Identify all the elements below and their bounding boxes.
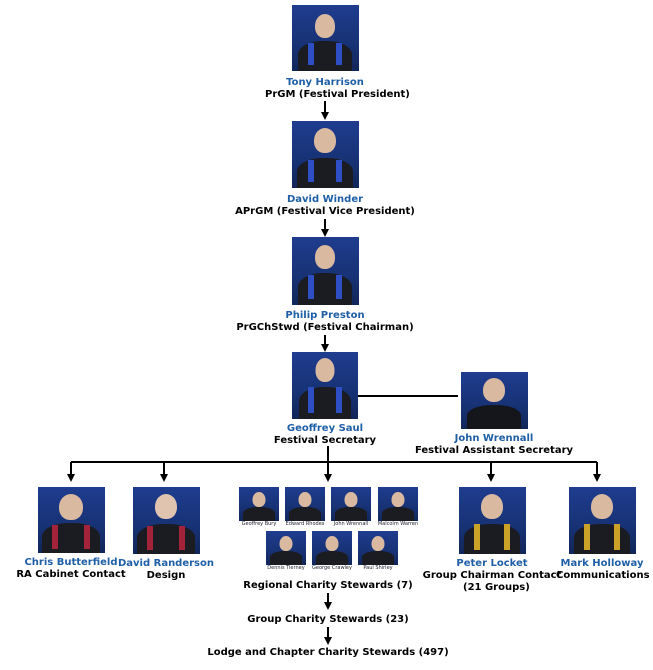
team-name: David Randerson: [117, 558, 214, 569]
team-photo: [458, 487, 526, 554]
mini-steward-name: Dennis Tierney: [267, 565, 305, 571]
mini-steward: Dennis Tierney: [265, 531, 307, 572]
mini-steward: Edward Rhodes: [284, 487, 326, 528]
officer-photo: [291, 5, 359, 71]
mini-steward-name: Edward Rhodes: [285, 521, 325, 527]
mini-steward-name: George Crawley: [312, 565, 352, 571]
team-role-detail: (21 Groups): [463, 582, 530, 593]
group-stewards-label: Group Charity Stewards (23): [247, 614, 409, 625]
officer-photo: [291, 121, 359, 188]
officer-name: Tony Harrison: [286, 77, 364, 88]
team-role: Group Chairman Contact: [422, 570, 562, 581]
team-name: Peter Locket: [456, 558, 528, 569]
officer-node-secretary: Geoffrey Saul Festival Secretary: [265, 352, 385, 447]
officer-role: Festival Secretary: [273, 435, 377, 446]
officer-node-chairman: Philip Preston PrGChStwd (Festival Chair…: [225, 237, 425, 334]
mini-steward: Paul Shirley: [357, 531, 399, 572]
officer-photo: [292, 352, 358, 419]
regional-stewards-group: Geoffrey Bury Edward Rhodes John Wrennal…: [236, 487, 422, 572]
officer-role: Festival Assistant Secretary: [414, 445, 574, 456]
regional-stewards-label: Regional Charity Stewards (7): [243, 580, 413, 591]
team-node-holloway: Mark Holloway Communications: [556, 487, 650, 582]
team-photo: [132, 487, 200, 554]
officer-name: David Winder: [286, 194, 364, 205]
team-node-locket: Peter Locket Group Chairman Contact (21 …: [421, 487, 563, 594]
team-role: RA Cabinet Contact: [16, 569, 126, 580]
team-role: Communications: [556, 570, 650, 581]
officer-node-president: Tony Harrison PrGM (Festival President): [265, 5, 410, 101]
team-role: Design: [146, 570, 186, 581]
lodge-stewards-label: Lodge and Chapter Charity Stewards (497): [207, 647, 449, 658]
officer-role: PrGChStwd (Festival Chairman): [236, 322, 414, 333]
officer-role: PrGM (Festival President): [265, 89, 410, 100]
mini-steward-name: John Wrennall: [333, 521, 369, 527]
team-name: Chris Butterfield: [24, 557, 118, 568]
officer-name: Geoffrey Saul: [286, 423, 364, 434]
officer-photo: [460, 372, 528, 429]
officer-photo: [291, 237, 359, 305]
officer-name: Philip Preston: [285, 310, 365, 321]
officer-role: APrGM (Festival Vice President): [235, 206, 415, 217]
mini-steward: John Wrennall: [330, 487, 372, 528]
officer-name: John Wrennall: [454, 433, 534, 444]
mini-steward: Geoffrey Bury: [238, 487, 280, 528]
mini-steward-name: Geoffrey Bury: [241, 521, 277, 527]
team-name: Mark Holloway: [560, 558, 644, 569]
team-node-butterfield: Chris Butterfield RA Cabinet Contact: [16, 487, 126, 581]
mini-steward-name: Paul Shirley: [363, 565, 393, 571]
team-node-randerson: David Randerson Design: [116, 487, 216, 582]
team-photo: [37, 487, 105, 553]
officer-node-assistant-secretary: John Wrennall Festival Assistant Secreta…: [414, 372, 574, 457]
mini-steward-name: Malcolm Warren: [377, 521, 419, 527]
team-photo: [568, 487, 636, 554]
officer-node-vice-president: David Winder APrGM (Festival Vice Presid…: [225, 121, 425, 218]
mini-steward: Malcolm Warren: [376, 487, 420, 528]
mini-steward: George Crawley: [311, 531, 353, 572]
